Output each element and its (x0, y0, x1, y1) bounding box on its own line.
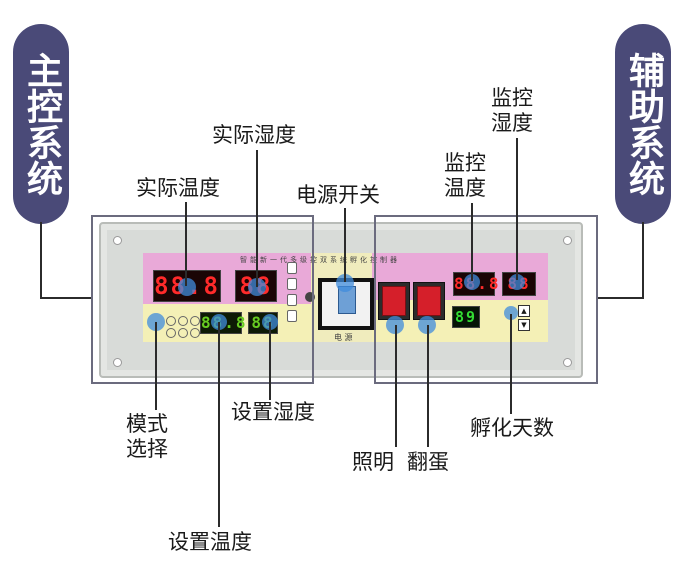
aux-system-outline (374, 215, 598, 384)
highlight-dot-monitor-hum (509, 274, 525, 290)
highlight-dot-actual-hum (248, 278, 266, 296)
aux-pill-connector-h (597, 297, 644, 299)
label-set-humidity: 设置湿度 (231, 400, 315, 424)
label-incubation-days: 孵化天数 (470, 416, 554, 440)
leader-set-humidity (269, 322, 271, 400)
label-egg-turning: 翻蛋 (407, 450, 449, 474)
main-pill-connector-v (40, 222, 42, 298)
side-button[interactable] (287, 310, 297, 322)
label-actual-temperature: 实际温度 (136, 176, 220, 200)
aux-pill-connector-v (642, 222, 644, 298)
lighting-switch[interactable] (382, 286, 406, 316)
leader-set-temperature (218, 322, 220, 527)
label-set-temperature: 设置温度 (168, 530, 252, 554)
incubation-days-display: 89 (452, 306, 480, 328)
egg-turning-switch[interactable] (417, 286, 441, 316)
days-down-button[interactable]: ▼ (518, 319, 530, 331)
mode-button[interactable] (178, 316, 188, 326)
highlight-dot-actual-temp (178, 278, 196, 296)
side-button[interactable] (287, 278, 297, 290)
screw (563, 358, 572, 367)
main-system-pill: 主控系统 (13, 24, 69, 224)
leader-monitor-temperature (471, 203, 473, 281)
screw (113, 236, 122, 245)
label-power-switch: 电源开关 (296, 183, 380, 207)
mode-button[interactable] (190, 328, 200, 338)
main-system-outline (91, 215, 314, 384)
mode-button[interactable] (166, 328, 176, 338)
aux-system-pill: 辅助系统 (615, 24, 671, 224)
side-button[interactable] (287, 294, 297, 306)
leader-lighting (395, 325, 397, 447)
label-monitor-humidity: 监控湿度 (491, 86, 533, 135)
power-socket-icon (305, 292, 315, 302)
mode-button[interactable] (190, 316, 200, 326)
mode-button[interactable] (178, 328, 188, 338)
highlight-dot-monitor-temp (464, 274, 480, 290)
leader-mode-select (155, 322, 157, 410)
label-actual-humidity: 实际湿度 (212, 123, 296, 147)
panel-title-strip: 智能新一代多级控双系统孵化控制器 (240, 256, 400, 264)
leader-incubation-days (510, 314, 512, 414)
screw (563, 236, 572, 245)
mode-button[interactable] (166, 316, 176, 326)
leader-actual-humidity (256, 150, 258, 287)
power-label: 电 源 (334, 333, 353, 342)
leader-power-switch (344, 208, 346, 282)
screw (113, 358, 122, 367)
side-button[interactable] (287, 262, 297, 274)
days-up-button[interactable]: ▲ (518, 305, 530, 317)
highlight-dot-days (504, 306, 518, 320)
leader-monitor-humidity (516, 138, 518, 280)
leader-actual-temperature (185, 202, 187, 286)
label-monitor-temperature: 监控温度 (444, 151, 486, 200)
highlight-dot-power (336, 274, 354, 292)
label-lighting: 照明 (352, 450, 394, 474)
label-mode-select: 模式选择 (126, 412, 168, 461)
leader-egg-turning (427, 325, 429, 447)
main-pill-connector-h (40, 297, 92, 299)
